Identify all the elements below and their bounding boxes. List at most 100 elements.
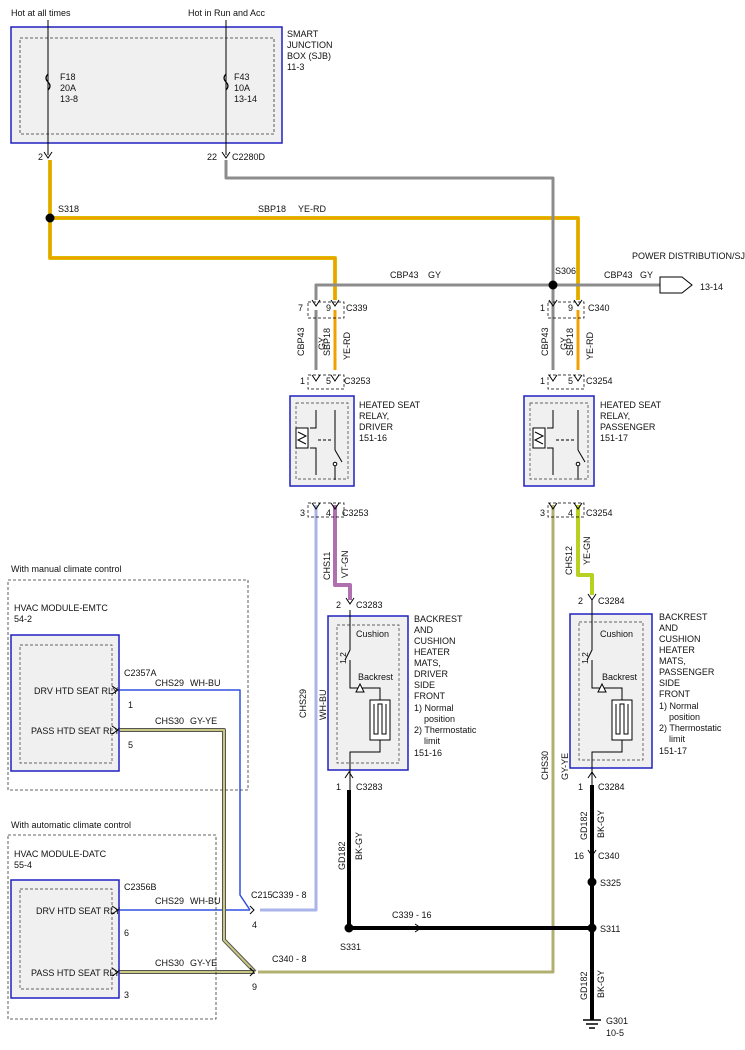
inline-connectors: C215 C339 - 8 4 C340 - 8 9 xyxy=(249,890,307,992)
sjb-title-2: JUNCTION xyxy=(287,40,333,50)
drv-mats-title-1: BACKREST xyxy=(414,614,463,624)
fuse-f18-rating: 20A xyxy=(60,83,76,93)
pin-5-label-drv: 5 xyxy=(326,376,331,386)
cbp43-wire-label-1: CBP43 xyxy=(390,270,419,280)
datc-chs30-label: CHS30 xyxy=(155,958,184,968)
ye-rd-vertical-pass: YE-RD xyxy=(585,331,595,360)
pin-9-label: 9 xyxy=(326,303,331,313)
datc-wh-bu-label: WH-BU xyxy=(190,896,221,906)
driver-relay-section: 7 9 C339 CBP43 GY SBP18 YE-RD 1 5 C3253 xyxy=(289,299,421,721)
power-distribution-label: POWER DISTRIBUTION/SJB xyxy=(632,251,745,261)
hvac-datc-box xyxy=(10,879,120,999)
sjb-pin-2: 2 xyxy=(38,152,43,162)
c2356b-label: C2356B xyxy=(124,882,157,892)
passenger-cushion-label: Cushion xyxy=(600,629,633,639)
driver-mats-box xyxy=(327,615,409,771)
fuse-f43-rating: 10A xyxy=(234,83,250,93)
passenger-relay-section: 1 9 C340 CBP43 GY SBP18 YE-RD 1 5 C3254 xyxy=(523,299,662,780)
wh-bu-vertical-label: WH-BU xyxy=(318,690,328,721)
emtc-chs29-label: CHS29 xyxy=(155,678,184,688)
pin-5-label-pass: 5 xyxy=(568,376,573,386)
wire-bk-gy xyxy=(347,785,594,1020)
splice-s325-label: S325 xyxy=(600,878,621,888)
ground-ref-label: 10-5 xyxy=(606,1028,624,1038)
passenger-heater-element-icon xyxy=(586,600,633,785)
ye-rd-vertical-drv: YE-RD xyxy=(342,331,352,360)
c340-label: C340 xyxy=(588,303,610,313)
pin-4-label-drv: 4 xyxy=(326,508,331,518)
splice-s311 xyxy=(587,923,597,933)
passenger-relay-title-2: RELAY, xyxy=(600,411,630,421)
driver-heater-mats: 2 C3283 Cushion Backrest 1 2 1 C3283 BAC… xyxy=(327,597,477,792)
pass-mats-title-7: SIDE xyxy=(659,678,680,688)
splice-s318 xyxy=(45,213,55,223)
gy-ye-vertical-label: GY-YE xyxy=(560,753,570,780)
fuse-f43-ref: 13-14 xyxy=(234,94,257,104)
driver-switch-label: 1 2 xyxy=(338,652,348,664)
wire-wh-bu xyxy=(118,505,318,912)
passenger-mats-box xyxy=(569,613,653,769)
drv-mats-title-7: SIDE xyxy=(414,680,435,690)
c3284-top-label: C3284 xyxy=(598,596,625,606)
driver-heater-element-icon xyxy=(344,610,391,790)
manual-module-ref: 54-2 xyxy=(14,614,32,624)
emtc-pin-1: 1 xyxy=(128,700,133,710)
c340-8-label: C340 - 8 xyxy=(272,954,307,964)
emtc-pin-5: 5 xyxy=(128,740,133,750)
driver-relay-title-1: HEATED SEAT xyxy=(359,400,421,410)
pass-mats-title-2: AND xyxy=(659,623,679,633)
pass-mats-note-1: 1) Normal xyxy=(659,701,699,711)
c339-label: C339 xyxy=(346,303,368,313)
gd182-label-bottom: GD182 xyxy=(579,971,589,1000)
driver-relay-title-2: RELAY, xyxy=(359,411,389,421)
ground-g301-label: G301 xyxy=(606,1016,628,1026)
gy-vertical-pass: GY xyxy=(559,337,569,350)
drv-mats-title-5: MATS, xyxy=(414,658,441,668)
cbp43-vertical-drv: CBP43 xyxy=(296,327,306,356)
ye-rd-wire-label: YE-RD xyxy=(298,204,327,214)
gy-vertical-drv: GY xyxy=(317,337,327,350)
driver-cushion-label: Cushion xyxy=(356,629,389,639)
smart-junction-box: Hot at all times Hot in Run and Acc F18 … xyxy=(10,8,333,162)
drv-mats-title-4: HEATER xyxy=(414,647,450,657)
chs11-label: CHS11 xyxy=(322,552,332,580)
sjb-title-3: BOX (SJB) xyxy=(287,51,331,61)
driver-relay-title-3: DRIVER xyxy=(359,422,394,432)
pin-2-label-pass-mat: 2 xyxy=(578,596,583,606)
splice-s331 xyxy=(344,923,354,933)
drv-mats-note-1: 1) Normal xyxy=(414,703,454,713)
sjb-title-1: SMART xyxy=(287,29,319,39)
c215-label: C215 xyxy=(251,890,273,900)
driver-relay-box xyxy=(289,395,355,487)
datc-chs29-label: CHS29 xyxy=(155,896,184,906)
fuse-f18-ref: 13-8 xyxy=(60,94,78,104)
drv-mats-note-3: 2) Thermostatic xyxy=(414,725,477,735)
c215-pin-9: 9 xyxy=(252,982,257,992)
c3283-top-label: C3283 xyxy=(356,600,383,610)
cbp43-vertical-pass: CBP43 xyxy=(540,327,550,356)
cbp43-wire-label-2: CBP43 xyxy=(604,270,633,280)
c3284-bottom-label: C3284 xyxy=(598,782,625,792)
bk-gy-label-drv: BK-GY xyxy=(354,832,364,860)
datc-pin-3: 3 xyxy=(124,990,129,1000)
ground-symbol-icon xyxy=(583,1019,601,1029)
chs30-vertical-label: CHS30 xyxy=(540,751,550,780)
sbp18-wire-label: SBP18 xyxy=(258,204,286,214)
pin-1-label-pass-top: 1 xyxy=(540,303,545,313)
power-distribution-ref: 13-14 xyxy=(700,282,723,292)
c340-ground-label: C340 xyxy=(598,851,620,861)
emtc-pass-label: PASS HTD SEAT RLY xyxy=(31,726,120,736)
passenger-relay-title-4: 151-17 xyxy=(600,433,628,443)
pass-mats-note-3: 2) Thermostatic xyxy=(659,723,722,733)
pass-mats-title-4: HEATER xyxy=(659,645,695,655)
pass-mats-title-5: MATS, xyxy=(659,656,686,666)
driver-relay-switch-icon xyxy=(318,410,343,480)
manual-module-label: HVAC MODULE-EMTC xyxy=(14,603,108,613)
drv-mats-title-8: FRONT xyxy=(414,691,445,701)
fuse-f18-name: F18 xyxy=(60,72,76,82)
c2357a-label: C2357A xyxy=(124,668,157,678)
pin-3-label-pass: 3 xyxy=(540,508,545,518)
pin-1-label-drv: 1 xyxy=(300,376,305,386)
ground-path: GD182 BK-GY GD182 BK-GY 16 C340 C339 - 1… xyxy=(337,810,628,1038)
